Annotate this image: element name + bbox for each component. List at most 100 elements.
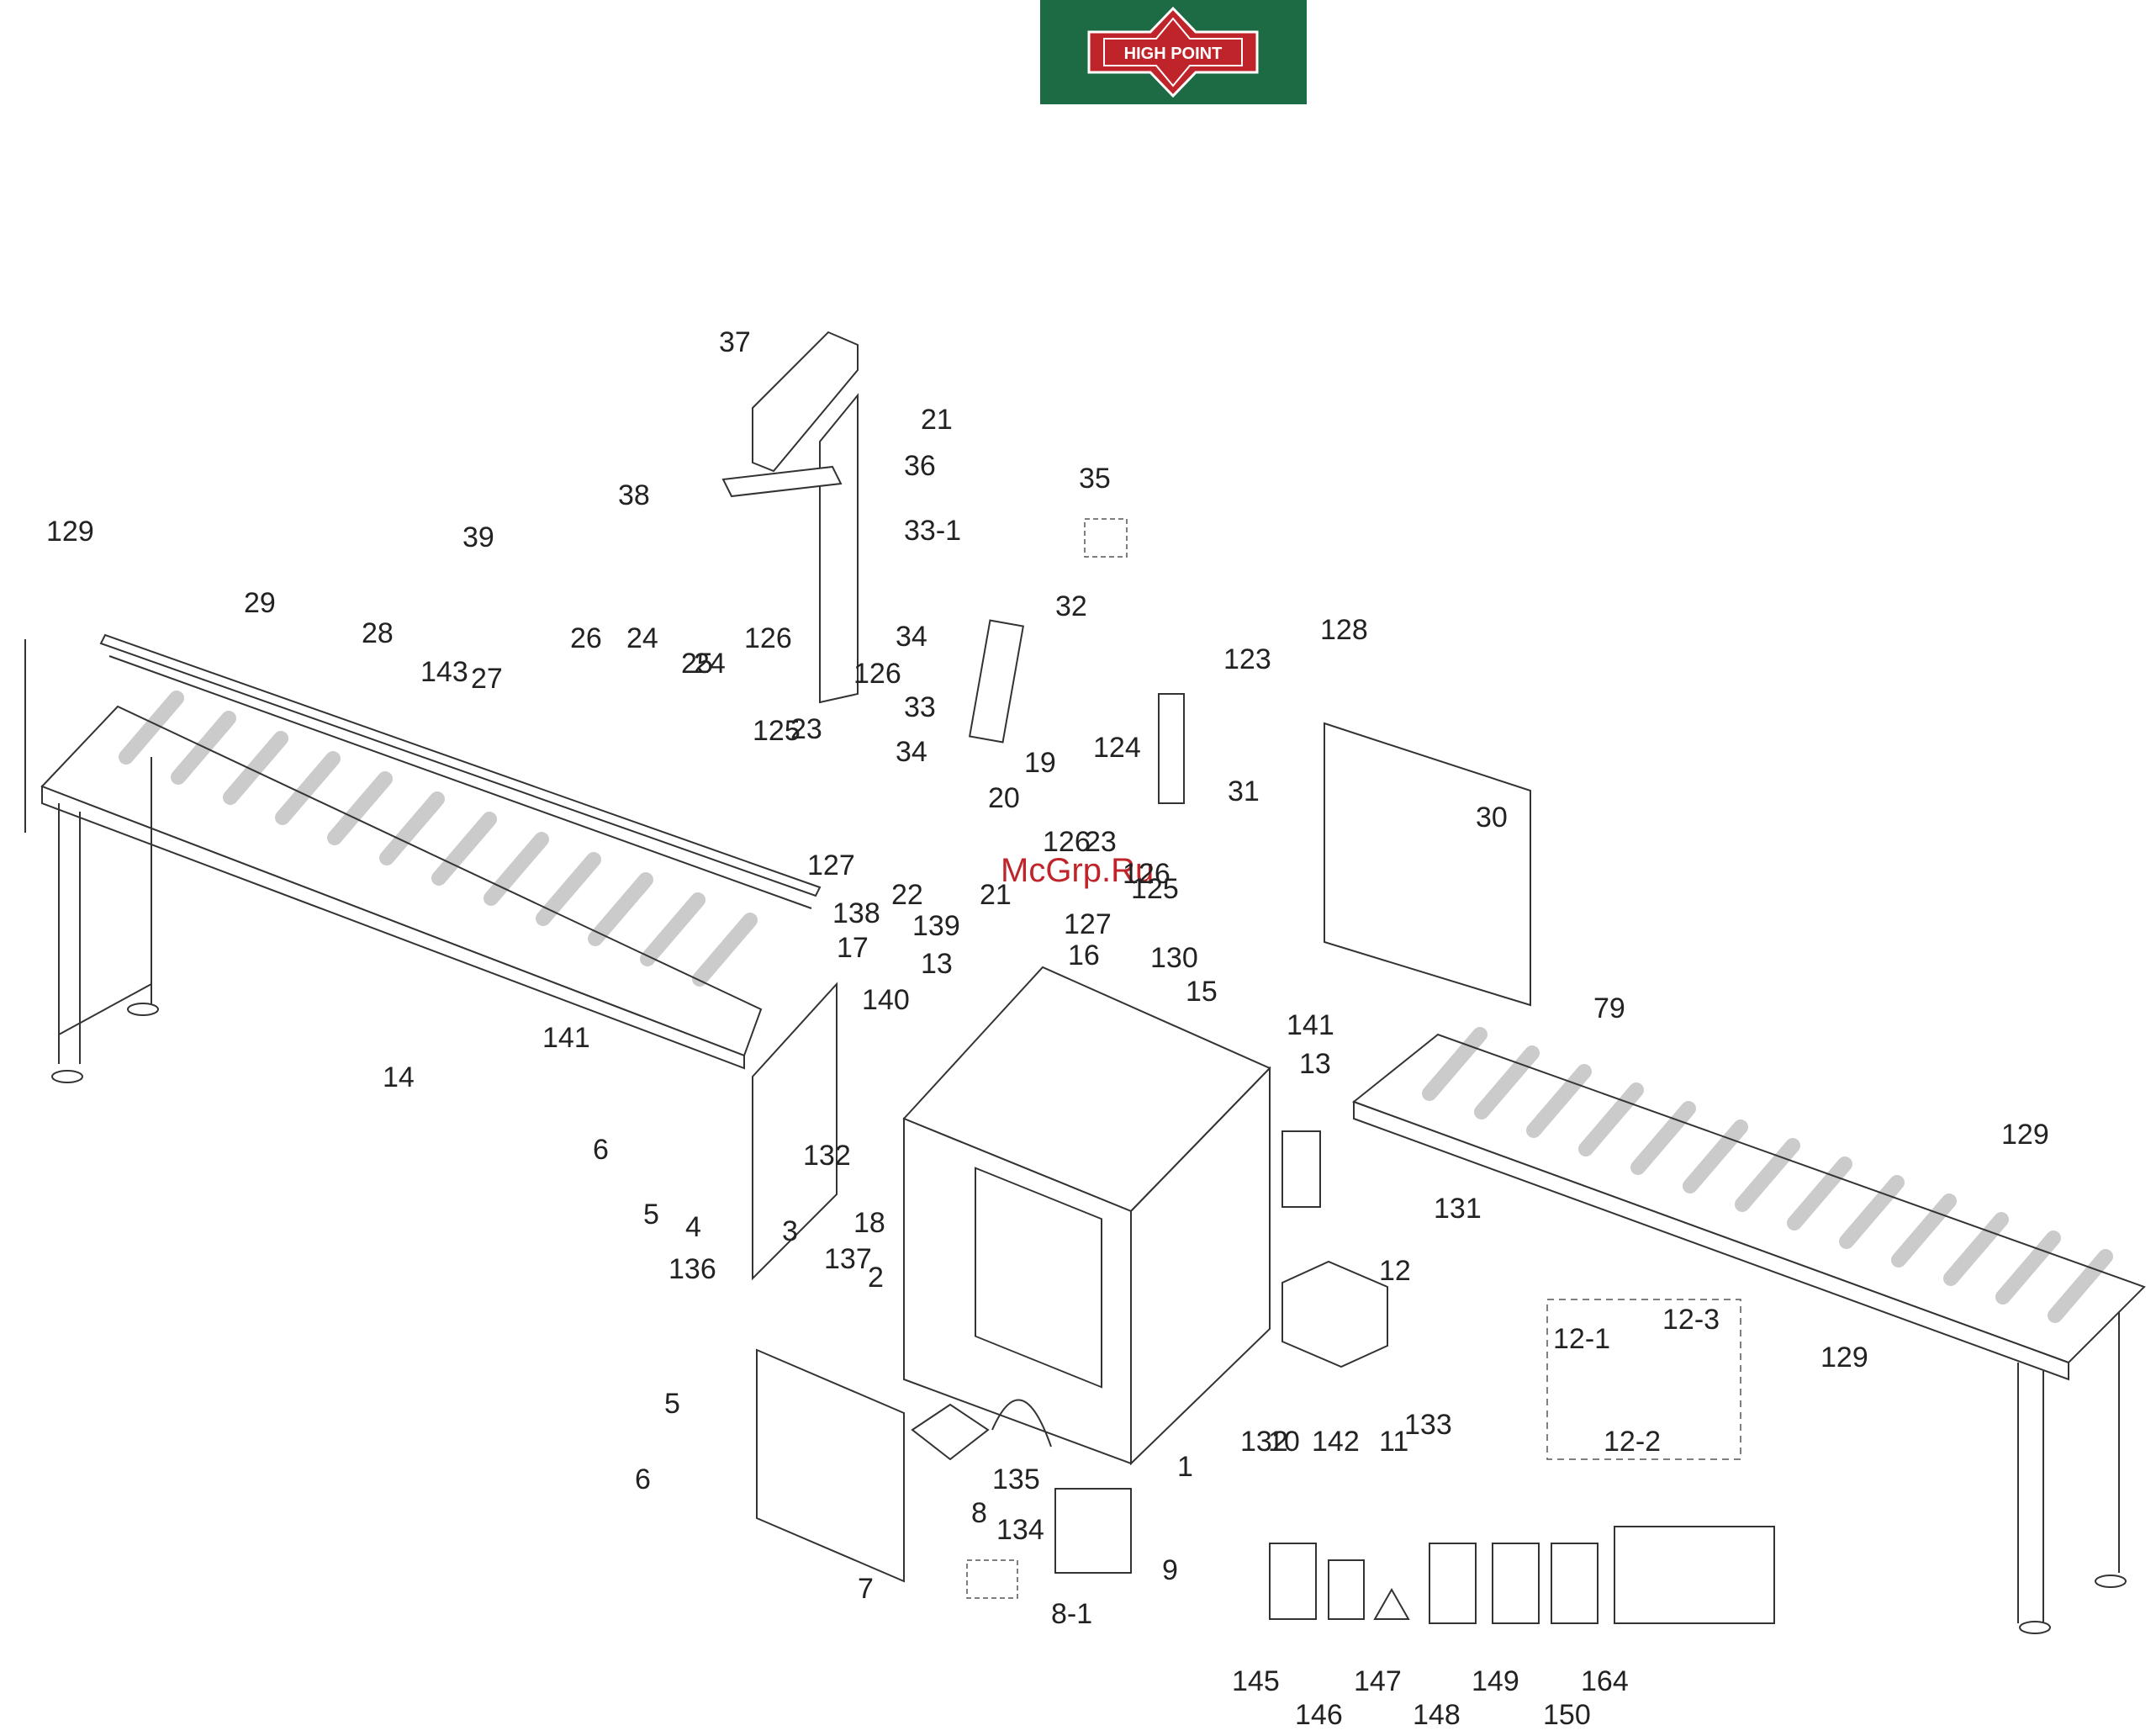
callout-35: 35: [1079, 463, 1111, 495]
callout-33-1: 33-1: [904, 515, 961, 547]
callout-147: 147: [1354, 1665, 1402, 1697]
roller: [1422, 1027, 1488, 1101]
callout-5: 5: [643, 1199, 659, 1231]
roller: [1578, 1082, 1644, 1156]
callout-126: 126: [744, 622, 792, 654]
callout-127: 127: [1064, 908, 1112, 940]
callout-4: 4: [685, 1211, 701, 1243]
shock-absorber: [1158, 693, 1185, 804]
side-door: [752, 982, 838, 1281]
roller: [588, 872, 653, 946]
callout-141: 141: [1287, 1009, 1334, 1041]
callout-2: 2: [868, 1262, 884, 1294]
callout-6: 6: [635, 1463, 651, 1495]
warning-labels: [1269, 1526, 1775, 1624]
control-panel: [1281, 1260, 1388, 1368]
callout-8: 8: [971, 1497, 987, 1529]
roller: [1526, 1064, 1592, 1138]
callout-133: 133: [1404, 1409, 1452, 1441]
callout-10: 10: [1268, 1426, 1300, 1458]
callout-148: 148: [1413, 1699, 1461, 1731]
callout-126: 126: [853, 658, 901, 690]
roller: [171, 711, 236, 785]
high-point-logo: HIGH POINT: [1040, 0, 1307, 104]
roller: [431, 812, 497, 886]
roller: [1683, 1119, 1748, 1194]
callout-145: 145: [1232, 1665, 1280, 1697]
callout-7: 7: [858, 1573, 874, 1605]
callout-5: 5: [664, 1388, 680, 1420]
callout-125: 125: [1131, 873, 1179, 905]
callout-33: 33: [904, 691, 936, 723]
callout-129: 129: [1820, 1342, 1868, 1373]
callout-126: 126: [1123, 858, 1170, 890]
roller: [692, 913, 758, 987]
callout-128: 128: [1320, 614, 1368, 646]
callout-136: 136: [668, 1253, 716, 1285]
callout-142: 142: [1312, 1426, 1360, 1458]
front-door: [756, 1348, 905, 1583]
callout-164: 164: [1581, 1665, 1629, 1697]
callout-12-2: 12-2: [1604, 1426, 1661, 1458]
roller: [119, 691, 184, 765]
roller: [379, 791, 445, 865]
roller: [536, 852, 601, 926]
logo-text: HIGH POINT: [1124, 45, 1223, 63]
watermark: McGrp.Ru: [1001, 852, 1154, 889]
callout-12-3: 12-3: [1662, 1304, 1720, 1336]
callout-13: 13: [921, 948, 953, 980]
detail-box-12: [1546, 1299, 1741, 1460]
roller: [1891, 1194, 1957, 1268]
callout-37: 37: [719, 326, 751, 358]
roller: [1630, 1101, 1696, 1175]
callout-12: 12: [1379, 1255, 1411, 1287]
fence-rail: [99, 633, 822, 897]
callout-27: 27: [471, 663, 503, 695]
callout-132: 132: [803, 1140, 851, 1172]
callout-25: 25: [681, 648, 713, 680]
callout-8-1: 8-1: [1051, 1598, 1092, 1630]
logo-mark: HIGH POINT: [1087, 6, 1259, 98]
roller: [223, 731, 288, 805]
callout-15: 15: [1186, 976, 1218, 1008]
roller: [1995, 1231, 2061, 1305]
roller: [2048, 1249, 2113, 1323]
detail-box-33-1: [1084, 518, 1128, 558]
callout-6: 6: [593, 1134, 609, 1166]
side-panel: [1324, 722, 1531, 1007]
callout-21: 21: [980, 879, 1012, 911]
callout-126: 126: [1043, 826, 1091, 858]
roller: [640, 892, 705, 966]
roller: [1735, 1138, 1800, 1212]
roller: [1474, 1045, 1540, 1119]
callout-150: 150: [1543, 1699, 1591, 1731]
callout-23: 23: [790, 713, 822, 745]
callout-146: 146: [1295, 1699, 1343, 1731]
callout-143: 143: [420, 656, 468, 688]
callout-39: 39: [462, 521, 494, 553]
callout-28: 28: [362, 617, 394, 649]
head-frame: [721, 331, 859, 704]
callout-141: 141: [542, 1022, 590, 1054]
callout-137: 137: [824, 1243, 872, 1275]
callout-23: 23: [1085, 826, 1117, 858]
callout-29: 29: [244, 587, 276, 619]
detail-box-8-1: [966, 1559, 1018, 1599]
cylinder: [968, 619, 1025, 744]
filter-regulator: [1281, 1130, 1321, 1208]
callout-18: 18: [853, 1207, 885, 1239]
callout-30: 30: [1476, 802, 1508, 834]
left-roller-table: [24, 639, 763, 1083]
callout-131: 131: [1434, 1193, 1482, 1225]
callout-31: 31: [1228, 775, 1260, 807]
right-roller-table: [1351, 1027, 2146, 1634]
callout-134: 134: [996, 1514, 1044, 1546]
callout-24: 24: [626, 622, 658, 654]
callout-19: 19: [1024, 747, 1056, 779]
callout-24: 24: [694, 648, 726, 680]
callout-135: 135: [992, 1463, 1040, 1495]
roller: [327, 771, 393, 845]
callout-123: 123: [1223, 643, 1271, 675]
